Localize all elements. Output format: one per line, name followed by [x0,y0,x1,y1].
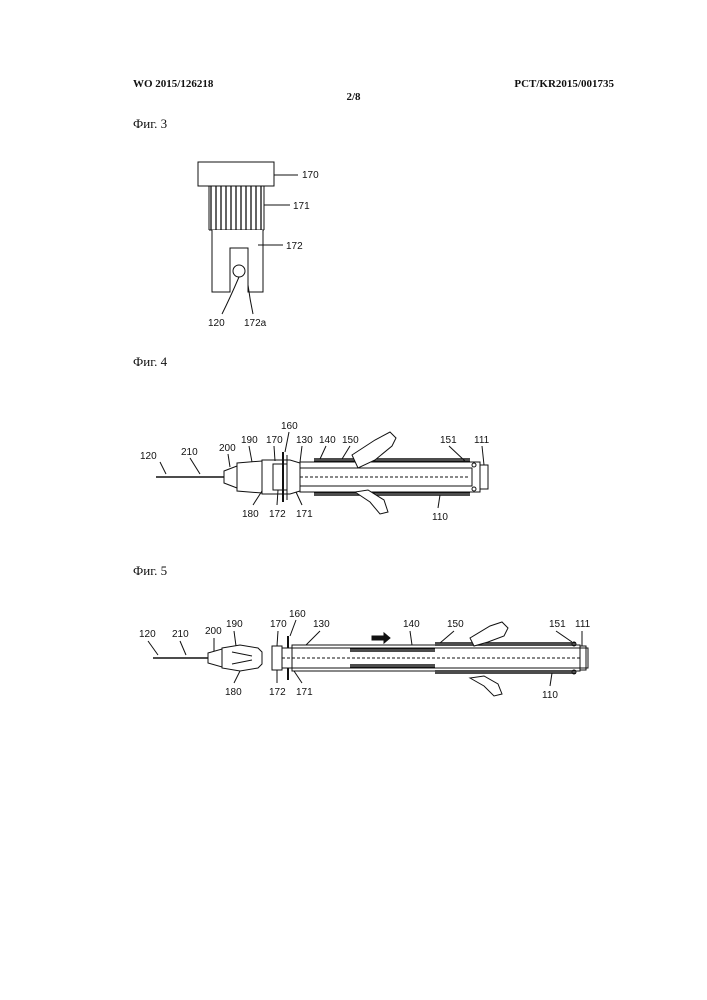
hub-200 [224,466,237,488]
fig5-label-110: 110 [542,690,558,701]
cap-170 [198,162,274,186]
fig4-label-171: 171 [296,509,313,520]
cover-190 [222,645,262,671]
connector-180 [262,460,300,494]
fig5-label-111: 111 [575,619,591,630]
fig4-label-190: 190 [241,435,258,446]
fig4-label-151: 151 [440,435,457,446]
connector-180 [232,652,252,664]
cover-190 [237,461,262,493]
fig5-label-150: 150 [447,619,464,630]
label-120: 120 [208,318,225,329]
hole-172a [233,265,245,277]
label-172: 172 [286,241,303,252]
fig4-label-200: 200 [219,443,236,454]
fig5-label-130: 130 [313,619,330,630]
fig5-label-172: 172 [269,687,286,698]
fig5-label-170: 170 [270,619,287,630]
ribs-171 [211,186,261,230]
fig4-label-140: 140 [319,435,336,446]
label-172a: 172a [244,318,267,329]
body-172 [212,230,263,292]
end-cap-111 [480,465,488,489]
fig4-label-110: 110 [432,512,448,523]
fig4-label-120: 120 [140,451,157,462]
fig5-label-120: 120 [139,629,156,640]
fig5-label-140: 140 [403,619,420,630]
label-171: 171 [293,201,310,212]
fig4-label-111: 111 [474,435,490,446]
fig5-label-200: 200 [205,626,222,637]
fig5-label-160: 160 [289,609,306,620]
fig4-label-180: 180 [242,509,259,520]
fig5-label-210: 210 [172,629,189,640]
fig4-label-172: 172 [269,509,286,520]
fig5-label-171: 171 [296,687,313,698]
hub-200 [208,649,222,667]
arrow-direction [372,633,390,643]
fig4-label-150: 150 [342,435,359,446]
fig4-label-130: 130 [296,435,313,446]
fig4-label-210: 210 [181,447,198,458]
cap-170 [272,646,282,670]
fig5-label-180: 180 [225,687,242,698]
fig4-label-170: 170 [266,435,283,446]
finger-bottom [470,676,502,696]
fig5-label-190: 190 [226,619,243,630]
figure-3-drawing [198,162,298,314]
fig5-label-151: 151 [549,619,566,630]
label-170: 170 [302,170,319,181]
fig4-label-160: 160 [281,421,298,432]
